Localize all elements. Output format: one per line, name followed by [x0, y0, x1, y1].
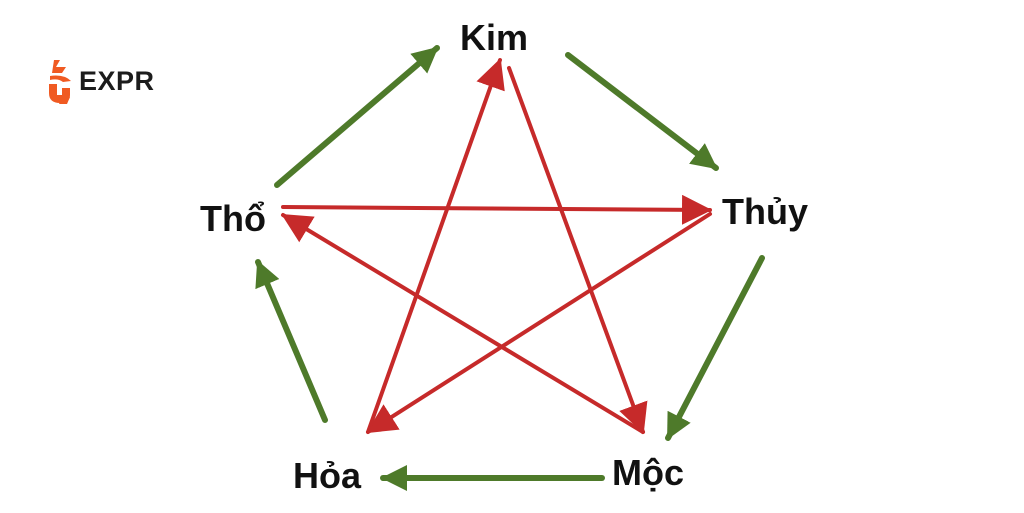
brand-logo: EXPR — [46, 56, 155, 106]
node-label-moc: Mộc — [612, 452, 684, 493]
controlling-arrow-tho-to-thuy — [281, 194, 712, 225]
controlling-arrow-moc-to-tho — [281, 213, 645, 434]
node-label-kim: Kim — [460, 17, 528, 58]
generating-arrow-kim-to-thuy — [565, 52, 719, 171]
controlling-cycle — [281, 58, 712, 434]
generating-arrow-hoa-to-tho — [255, 259, 328, 423]
generating-arrow-thuy-to-moc — [665, 255, 765, 441]
node-label-hoa: Hỏa — [293, 455, 362, 496]
controlling-arrow-thuy-to-hoa — [366, 212, 712, 434]
expr-logo-icon — [49, 60, 71, 104]
generating-cycle — [255, 45, 765, 491]
controlling-arrow-hoa-to-kim — [366, 58, 505, 434]
node-label-tho: Thổ — [200, 198, 266, 239]
node-label-thuy: Thủy — [722, 191, 808, 232]
generating-arrow-tho-to-kim — [274, 45, 440, 188]
logo-text: EXPR — [79, 65, 155, 96]
controlling-arrow-kim-to-moc — [507, 66, 648, 434]
